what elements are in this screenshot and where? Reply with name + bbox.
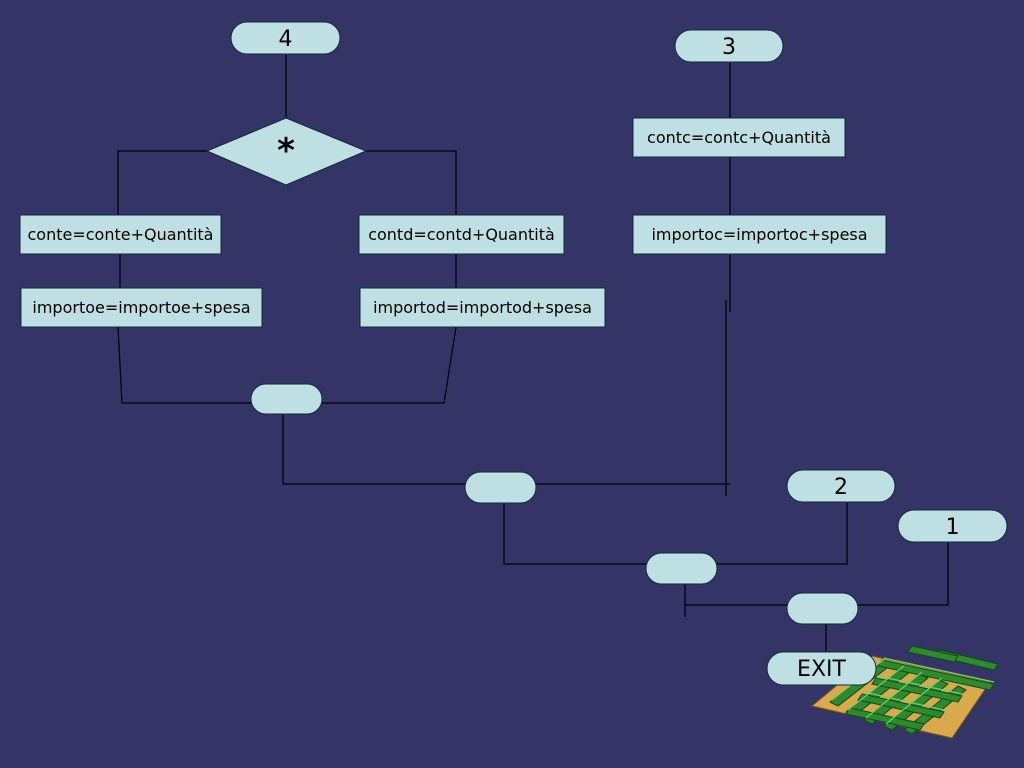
step-importoe-label: importoe=importoe+spesa (32, 298, 250, 317)
step-importod: importod=importod+spesa (359, 287, 606, 328)
decision-symbol: * (277, 131, 295, 171)
step-importoc-label: importoc=importoc+spesa (651, 225, 867, 244)
step-importoe: importoe=importoe+spesa (20, 287, 263, 328)
connector-4-label: 4 (279, 27, 293, 52)
exit-terminal: EXIT (766, 651, 877, 686)
step-contd-label: contd=contd+Quantità (368, 225, 555, 244)
connector-3: 3 (674, 29, 784, 63)
connector-4: 4 (230, 21, 341, 55)
join-terminal-1 (250, 383, 323, 415)
join-terminal-3 (645, 552, 718, 585)
step-contc-label: contc=contc+Quantità (647, 128, 831, 147)
connector-2: 2 (786, 469, 896, 503)
connector-lines (117, 54, 949, 652)
decision-diamond: * (205, 117, 368, 186)
connector-2-label: 2 (834, 475, 848, 500)
step-conte: conte=conte+Quantità (19, 214, 222, 255)
connector-1-label: 1 (946, 515, 960, 540)
step-contd: contd=contd+Quantità (358, 214, 565, 255)
connector-3-label: 3 (722, 35, 736, 60)
step-importod-label: importod=importod+spesa (373, 298, 592, 317)
step-importoc: importoc=importoc+spesa (632, 214, 887, 255)
join-terminal-4 (786, 592, 859, 625)
step-conte-label: conte=conte+Quantità (28, 225, 214, 244)
join-terminal-2 (464, 471, 537, 504)
step-contc: contc=contc+Quantità (632, 117, 846, 158)
connector-1: 1 (897, 509, 1008, 543)
exit-label: EXIT (797, 657, 846, 682)
